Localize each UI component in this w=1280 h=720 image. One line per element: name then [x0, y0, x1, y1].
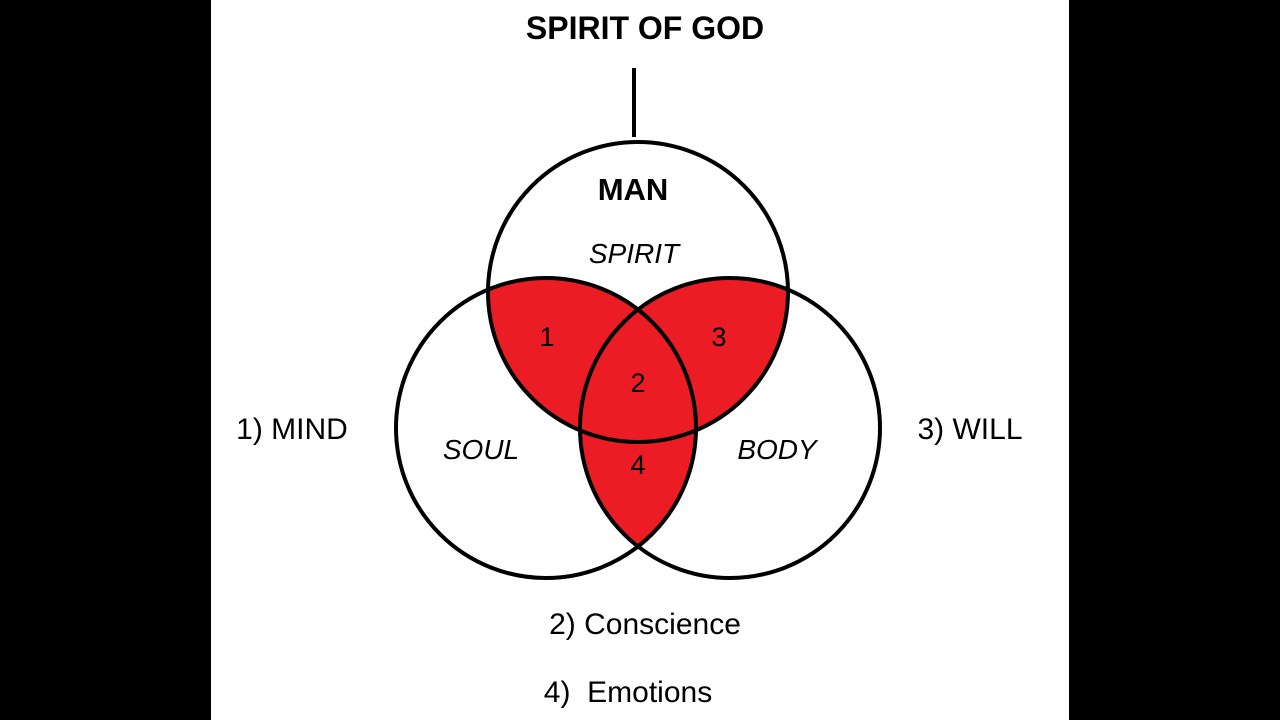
- region-3-label: 3: [711, 322, 726, 352]
- spirit-label: SPIRIT: [589, 238, 681, 269]
- region-2-label: 2: [630, 368, 645, 398]
- region-4-label: 4: [630, 450, 645, 480]
- will-label: 3) WILL: [917, 413, 1022, 446]
- emotions-label: 4) Emotions: [544, 676, 712, 709]
- region-1-label: 1: [539, 322, 554, 352]
- man-label: MAN: [598, 172, 669, 207]
- conscience-label: 2) Conscience: [549, 608, 741, 641]
- mind-label: 1) MIND: [236, 413, 348, 446]
- body-label: BODY: [737, 434, 819, 465]
- circle-spirit: [486, 140, 790, 444]
- circle-body: [578, 276, 882, 580]
- diagram-title: SPIRIT OF GOD: [526, 10, 764, 46]
- soul-label: SOUL: [443, 434, 519, 465]
- overlap-soul-body: [580, 278, 696, 578]
- circle-soul: [394, 276, 698, 580]
